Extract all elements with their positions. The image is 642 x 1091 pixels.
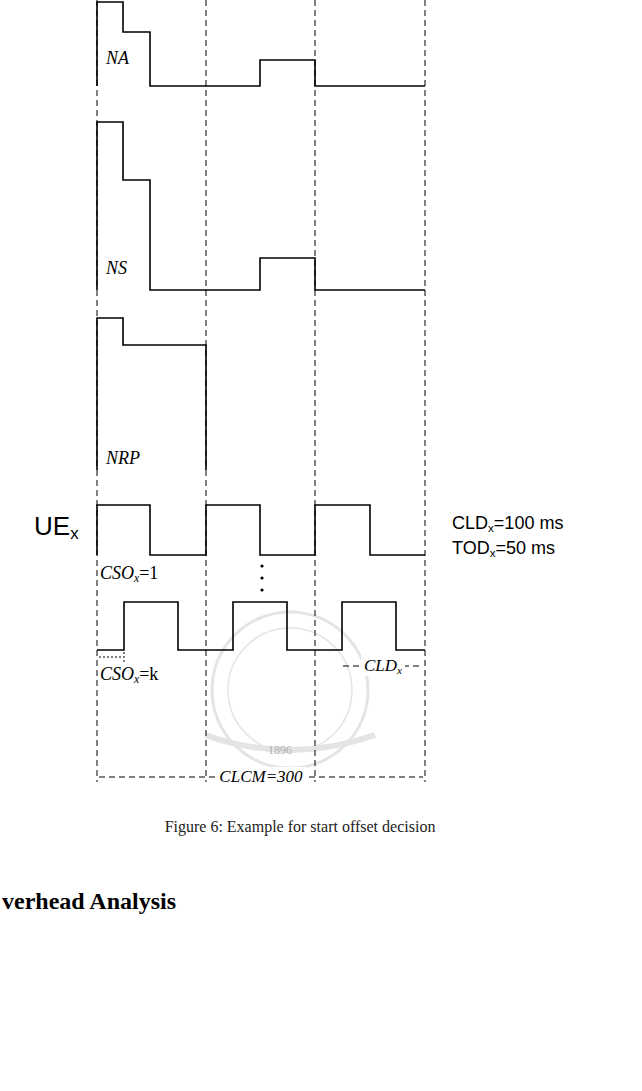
device-name: UEx [34, 512, 79, 544]
watermark-text: 1896 [268, 744, 292, 758]
signal-name: NS [106, 258, 127, 279]
figure-caption: Figure 6: Example for start offset decis… [20, 818, 580, 836]
ellipsis-dots [260, 564, 263, 591]
offset-label: CSOx=k [100, 664, 158, 686]
dimension-label: CLDx [361, 656, 405, 676]
na-waveform [97, 2, 425, 86]
signal-name: NRP [106, 448, 140, 469]
ue-waveform-offset [97, 602, 425, 650]
parameter-note: CLDx=100 ms [452, 513, 563, 534]
time-grid [97, 0, 425, 782]
dimension-label: CLCM=300 [216, 767, 305, 787]
ns-waveform [97, 122, 425, 290]
signal-name: NA [106, 48, 129, 69]
nrp-waveform [97, 318, 206, 470]
parameter-note: TODx=50 ms [452, 538, 555, 559]
offset-marker [99, 652, 124, 662]
section-heading: verhead Analysis [2, 888, 176, 916]
ue-waveform [97, 505, 425, 555]
watermark-emblem [205, 612, 375, 768]
offset-label: CSOx=1 [100, 563, 158, 585]
